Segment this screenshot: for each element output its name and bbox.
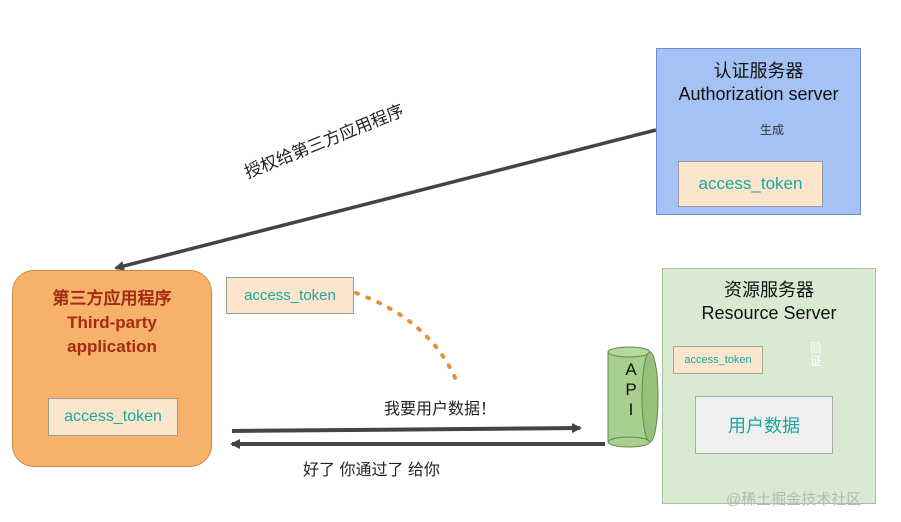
verify-label: 验证 [801, 342, 831, 368]
verify-text: 验证 [809, 341, 822, 368]
api-label: A P I [604, 360, 658, 420]
resource-server-box [662, 268, 876, 504]
watermark: @稀土掘金技术社区 [726, 491, 862, 508]
dotted-token-path [354, 291, 458, 382]
third-party-app-subtitle-1: Third-party [67, 313, 157, 332]
app-access-token: access_token [48, 398, 178, 436]
third-party-app-box [12, 270, 212, 467]
user-data-box: 用户数据 [695, 396, 833, 454]
authorization-server-title: 认证服务器 [713, 61, 804, 81]
resource-access-token: access_token [673, 346, 763, 374]
auth-access-token: access_token [678, 161, 823, 207]
resource-server-title: 资源服务器 [724, 280, 814, 300]
request-arrow [231, 423, 582, 434]
resource-server-subtitle: Resource Server [701, 303, 837, 323]
request-label: 我要用户数据！ [384, 401, 497, 418]
api-letter-a: A [625, 360, 637, 379]
third-party-app-title: 第三方应用程序 [52, 289, 172, 308]
grant-arrow [114, 128, 657, 271]
api-letter-p: P [625, 380, 637, 399]
third-party-app-subtitle-2: application [67, 337, 157, 356]
api-letter-i: I [628, 400, 634, 419]
authorization-server-subtitle: Authorization server [678, 84, 839, 104]
api-cylinder [607, 346, 659, 448]
generate-label: 生成 [759, 123, 784, 137]
floating-access-token: access_token [226, 277, 354, 314]
response-label: 好了 你通过了 给你 [303, 462, 440, 479]
